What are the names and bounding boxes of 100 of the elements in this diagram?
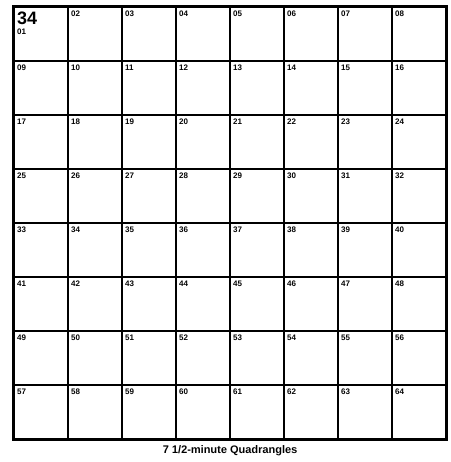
cell-number: 08 — [395, 9, 404, 19]
quadrangle-cell — [230, 331, 284, 385]
cell-number: 36 — [179, 225, 188, 235]
quadrangle-cell — [392, 277, 446, 331]
quadrangle-cell — [230, 115, 284, 169]
quadrangle-cell — [68, 169, 122, 223]
cell-number: 54 — [287, 333, 296, 343]
quadrangle-cell — [230, 277, 284, 331]
cell-number: 60 — [179, 387, 188, 397]
quadrangle-cell — [122, 169, 176, 223]
quadrangle-cell — [230, 385, 284, 439]
quadrangle-cell — [122, 223, 176, 277]
quadrangle-cell — [338, 169, 392, 223]
cell-number: 22 — [287, 117, 296, 127]
quadrangle-cell — [338, 7, 392, 61]
cell-number: 20 — [179, 117, 188, 127]
cell-number: 07 — [341, 9, 350, 19]
cell-number: 26 — [71, 171, 80, 181]
quadrangle-cell — [14, 277, 68, 331]
cell-number: 11 — [125, 63, 134, 73]
cell-number: 38 — [287, 225, 296, 235]
quadrangle-cell — [176, 385, 230, 439]
quadrangle-cell — [230, 169, 284, 223]
quadrangle-cell — [284, 331, 338, 385]
quadrangle-cell — [122, 7, 176, 61]
cell-number: 29 — [233, 171, 242, 181]
cell-number: 31 — [341, 171, 350, 181]
quadrangle-cell — [122, 331, 176, 385]
quadrangle-cell — [176, 331, 230, 385]
cell-number: 23 — [341, 117, 350, 127]
cell-number: 52 — [179, 333, 188, 343]
cell-number: 55 — [341, 333, 350, 343]
quadrangle-cell — [176, 223, 230, 277]
cell-number: 53 — [233, 333, 242, 343]
cell-number: 51 — [125, 333, 134, 343]
quadrangle-cell — [68, 7, 122, 61]
quadrangle-cell — [284, 169, 338, 223]
cell-number: 02 — [71, 9, 80, 19]
quadrangle-cell — [284, 385, 338, 439]
quadrangle-cell — [284, 223, 338, 277]
cell-number: 49 — [17, 333, 26, 343]
quadrangle-cell — [14, 223, 68, 277]
cell-number: 18 — [71, 117, 80, 127]
quadrangle-cell — [392, 331, 446, 385]
quadrangle-cell — [284, 61, 338, 115]
cell-number: 61 — [233, 387, 242, 397]
cell-number: 12 — [179, 63, 188, 73]
cell-number: 64 — [395, 387, 404, 397]
quadrangle-cell — [230, 7, 284, 61]
quadrangle-cell — [338, 61, 392, 115]
quadrangle-cell — [176, 7, 230, 61]
cell-number: 59 — [125, 387, 134, 397]
cell-number: 33 — [17, 225, 26, 235]
cell-number: 56 — [395, 333, 404, 343]
quadrangle-cell — [14, 115, 68, 169]
quadrangle-cell — [392, 385, 446, 439]
cell-number: 63 — [341, 387, 350, 397]
cell-number: 04 — [179, 9, 188, 19]
quadrangle-cell — [68, 61, 122, 115]
cell-number: 14 — [287, 63, 296, 73]
quadrangle-cell — [68, 115, 122, 169]
region-number: 34 — [17, 9, 38, 27]
cell-number: 19 — [125, 117, 134, 127]
cell-number: 17 — [17, 117, 26, 127]
cell-number: 39 — [341, 225, 350, 235]
quadrangle-cell — [392, 61, 446, 115]
cell-number: 05 — [233, 9, 242, 19]
cell-number: 32 — [395, 171, 404, 181]
cell-number: 13 — [233, 63, 242, 73]
quadrangle-cell — [122, 277, 176, 331]
quadrangle-cell — [338, 115, 392, 169]
cell-number: 42 — [71, 279, 80, 289]
quadrangle-cell — [68, 277, 122, 331]
quadrangle-cell — [392, 115, 446, 169]
cell-number: 58 — [71, 387, 80, 397]
cell-number: 25 — [17, 171, 26, 181]
quadrangle-cell — [284, 7, 338, 61]
cell-number: 35 — [125, 225, 134, 235]
cell-number: 62 — [287, 387, 296, 397]
cell-number: 43 — [125, 279, 134, 289]
cell-number: 57 — [17, 387, 26, 397]
quadrangle-cell — [338, 331, 392, 385]
quadrangle-cell — [338, 223, 392, 277]
cell-number: 37 — [233, 225, 242, 235]
cell-number: 34 — [71, 225, 80, 235]
quadrangle-cell — [338, 277, 392, 331]
quadrangle-cell — [392, 169, 446, 223]
cell-number: 27 — [125, 171, 134, 181]
cell-number: 21 — [233, 117, 242, 127]
quadrangle-cell — [68, 385, 122, 439]
quadrangle-cell — [176, 277, 230, 331]
cell-number: 06 — [287, 9, 296, 19]
cell-number: 40 — [395, 225, 404, 235]
quadrangle-cell — [122, 385, 176, 439]
quadrangle-cell — [176, 61, 230, 115]
quadrangle-cell — [68, 331, 122, 385]
quadrangle-cell — [122, 61, 176, 115]
quadrangle-cell — [338, 385, 392, 439]
quadrangle-cell — [176, 115, 230, 169]
cell-number: 44 — [179, 279, 188, 289]
